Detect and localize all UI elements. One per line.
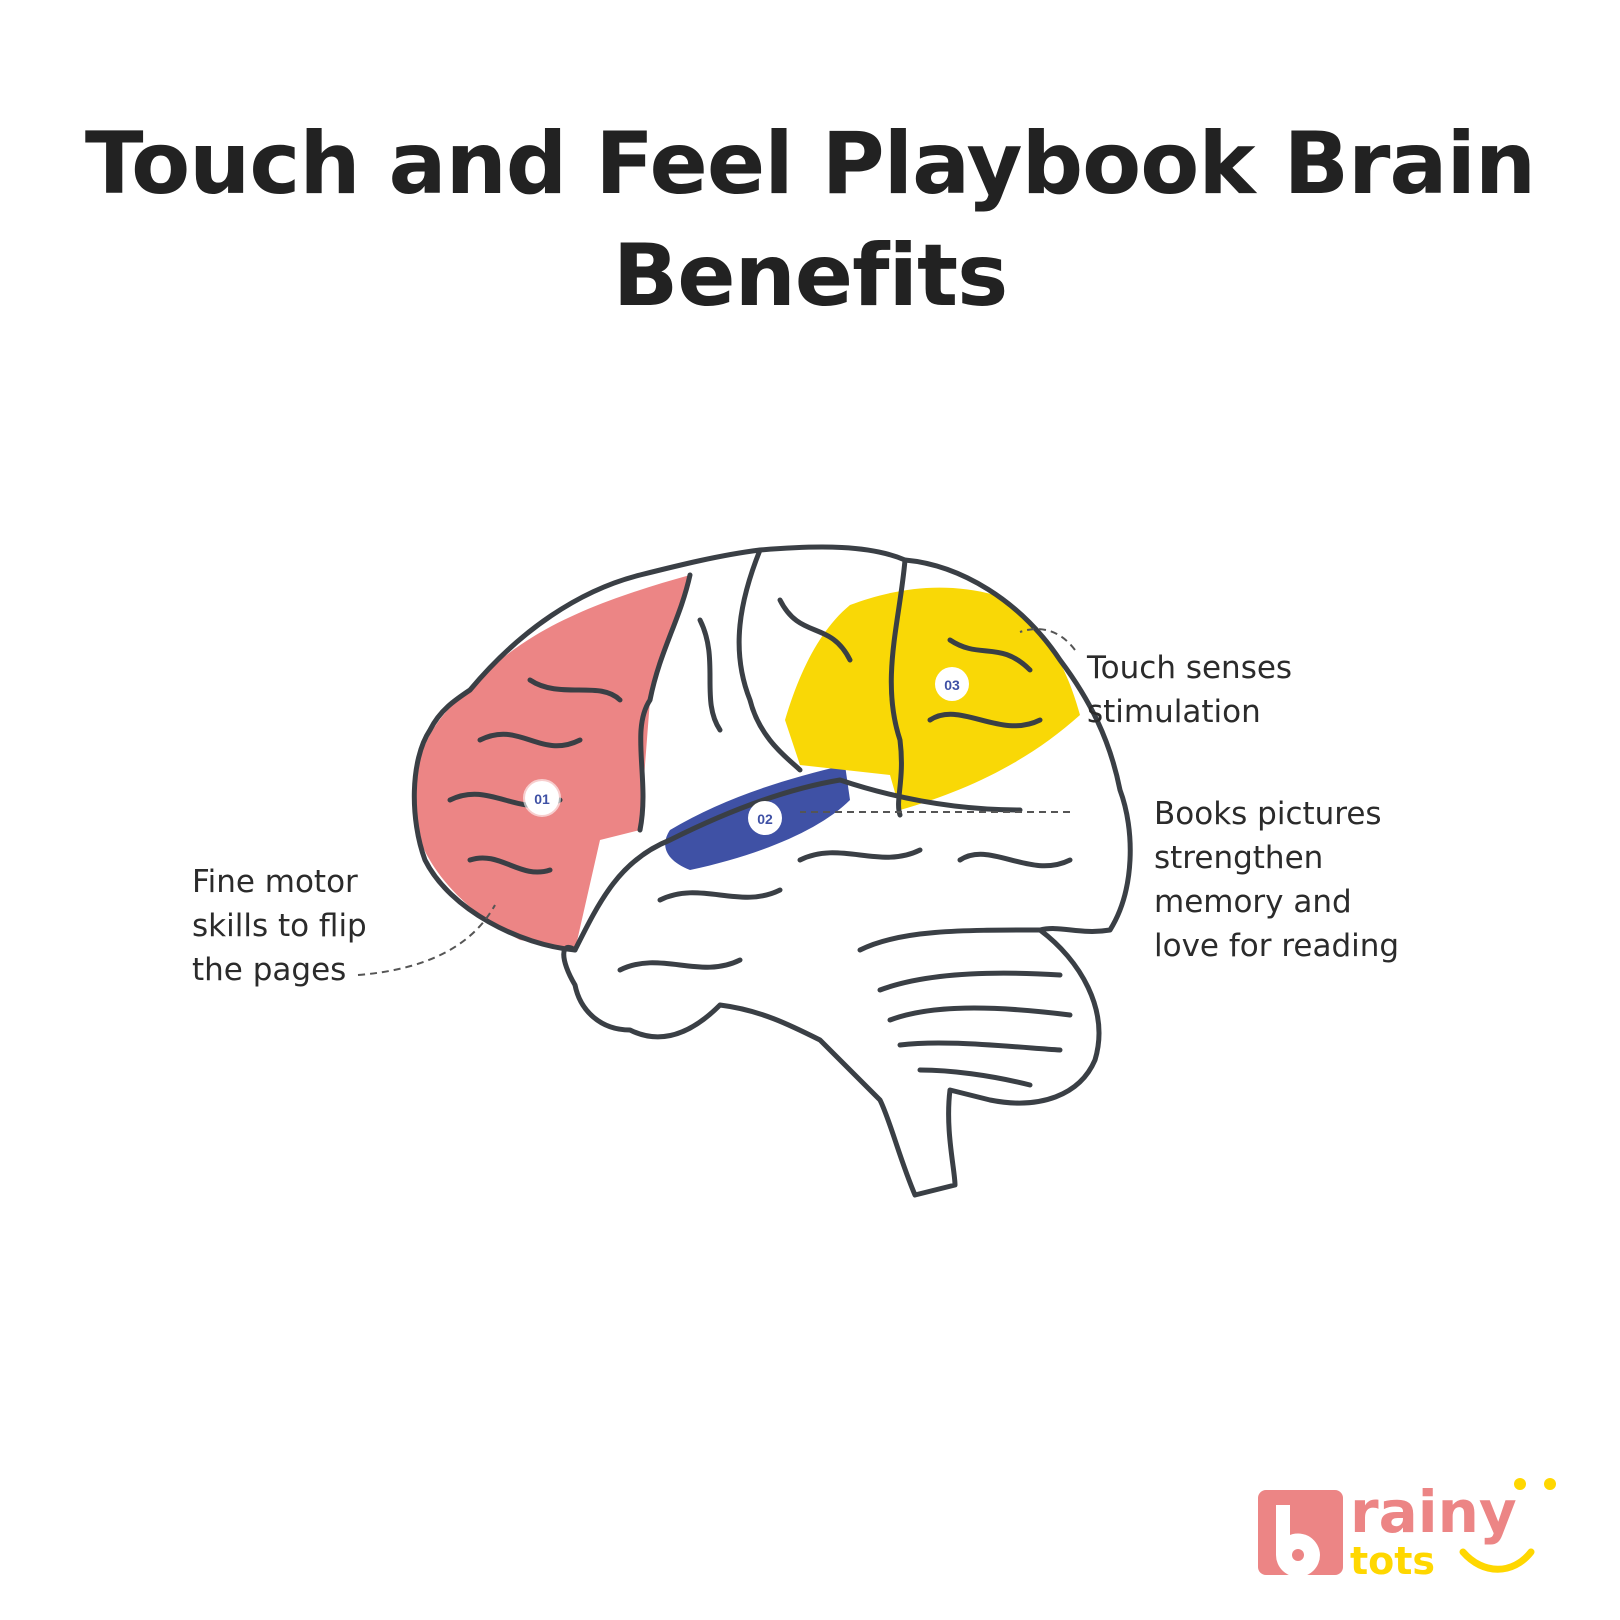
- marker-02: 02: [748, 801, 782, 835]
- label-line: strengthen: [1154, 840, 1324, 876]
- parietal-region-fill: [785, 587, 1080, 810]
- callout-line-01: [357, 904, 496, 976]
- page-title: Touch and Feel Playbook Brain Benefits: [0, 108, 1620, 332]
- svg-text:tots: tots: [1350, 1539, 1435, 1580]
- label-line: memory and: [1154, 884, 1352, 920]
- marker-03: 03: [935, 667, 969, 701]
- marker-01: 01: [523, 779, 561, 817]
- brain-outline: [411, 544, 1133, 1198]
- svg-text:02: 02: [757, 811, 773, 827]
- brainy-tots-logo: rainy tots: [1258, 1478, 1556, 1580]
- svg-text:01: 01: [534, 791, 550, 807]
- label-line: Touch senses: [1087, 650, 1293, 686]
- svg-text:rainy: rainy: [1350, 1478, 1517, 1546]
- svg-text:03: 03: [944, 677, 960, 693]
- title-line-1: Touch and Feel Playbook Brain: [84, 114, 1536, 214]
- frontal-region-fill: [414, 575, 690, 950]
- label-line: Books pictures: [1154, 796, 1382, 832]
- label-books-pictures: Books pictures strengthen memory and lov…: [1154, 792, 1399, 968]
- label-line: skills to flip: [192, 908, 367, 944]
- title-line-2: Benefits: [612, 226, 1009, 326]
- label-line: stimulation: [1087, 694, 1261, 730]
- label-fine-motor: Fine motor skills to flip the pages: [192, 860, 367, 992]
- label-line: Fine motor: [192, 864, 358, 900]
- label-touch-senses: Touch senses stimulation: [1087, 646, 1292, 734]
- callout-line-03: [1019, 628, 1076, 651]
- label-line: love for reading: [1154, 928, 1400, 964]
- label-line: the pages: [192, 952, 347, 988]
